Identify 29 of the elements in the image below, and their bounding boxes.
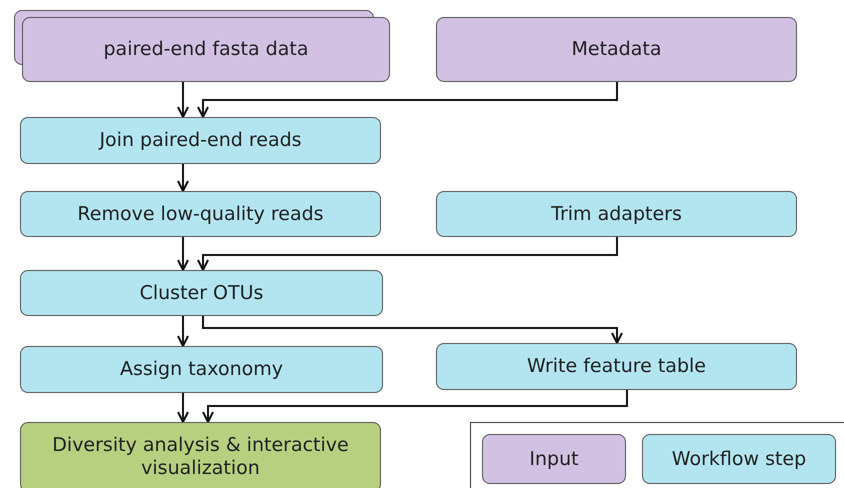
arrow <box>177 316 189 347</box>
process-box <box>436 17 797 82</box>
box-label: Remove low-quality reads <box>77 202 324 226</box>
box-label: Join paired-end reads <box>99 129 302 152</box>
box-label: Trim adapters <box>551 202 682 226</box>
legend-item: Workflow step <box>642 434 836 484</box>
process-box <box>436 191 797 237</box>
box-label: Cluster OTUs <box>140 282 264 304</box>
arrow <box>177 393 189 423</box>
legend-item: Input <box>482 434 626 484</box>
arrow <box>202 390 628 423</box>
process-box <box>20 117 381 164</box>
process-box <box>20 346 383 393</box>
arrow <box>177 164 189 192</box>
box-label: Metadata <box>572 38 662 61</box>
arrow <box>197 82 618 118</box>
arrow <box>177 82 189 118</box>
box-label: Diversity analysis & interactive visualization <box>51 434 350 480</box>
process-box <box>20 270 383 316</box>
process-box <box>436 343 797 390</box>
arrow <box>202 316 623 344</box>
box-label: paired-end fasta data <box>104 38 308 61</box>
box-label: Write feature table <box>527 355 706 378</box>
arrow <box>177 237 189 271</box>
box-label: Assign taxonomy <box>120 358 283 381</box>
process-box <box>20 191 381 237</box>
arrow <box>197 237 618 271</box>
process-box <box>20 422 381 488</box>
process-box <box>22 17 390 82</box>
